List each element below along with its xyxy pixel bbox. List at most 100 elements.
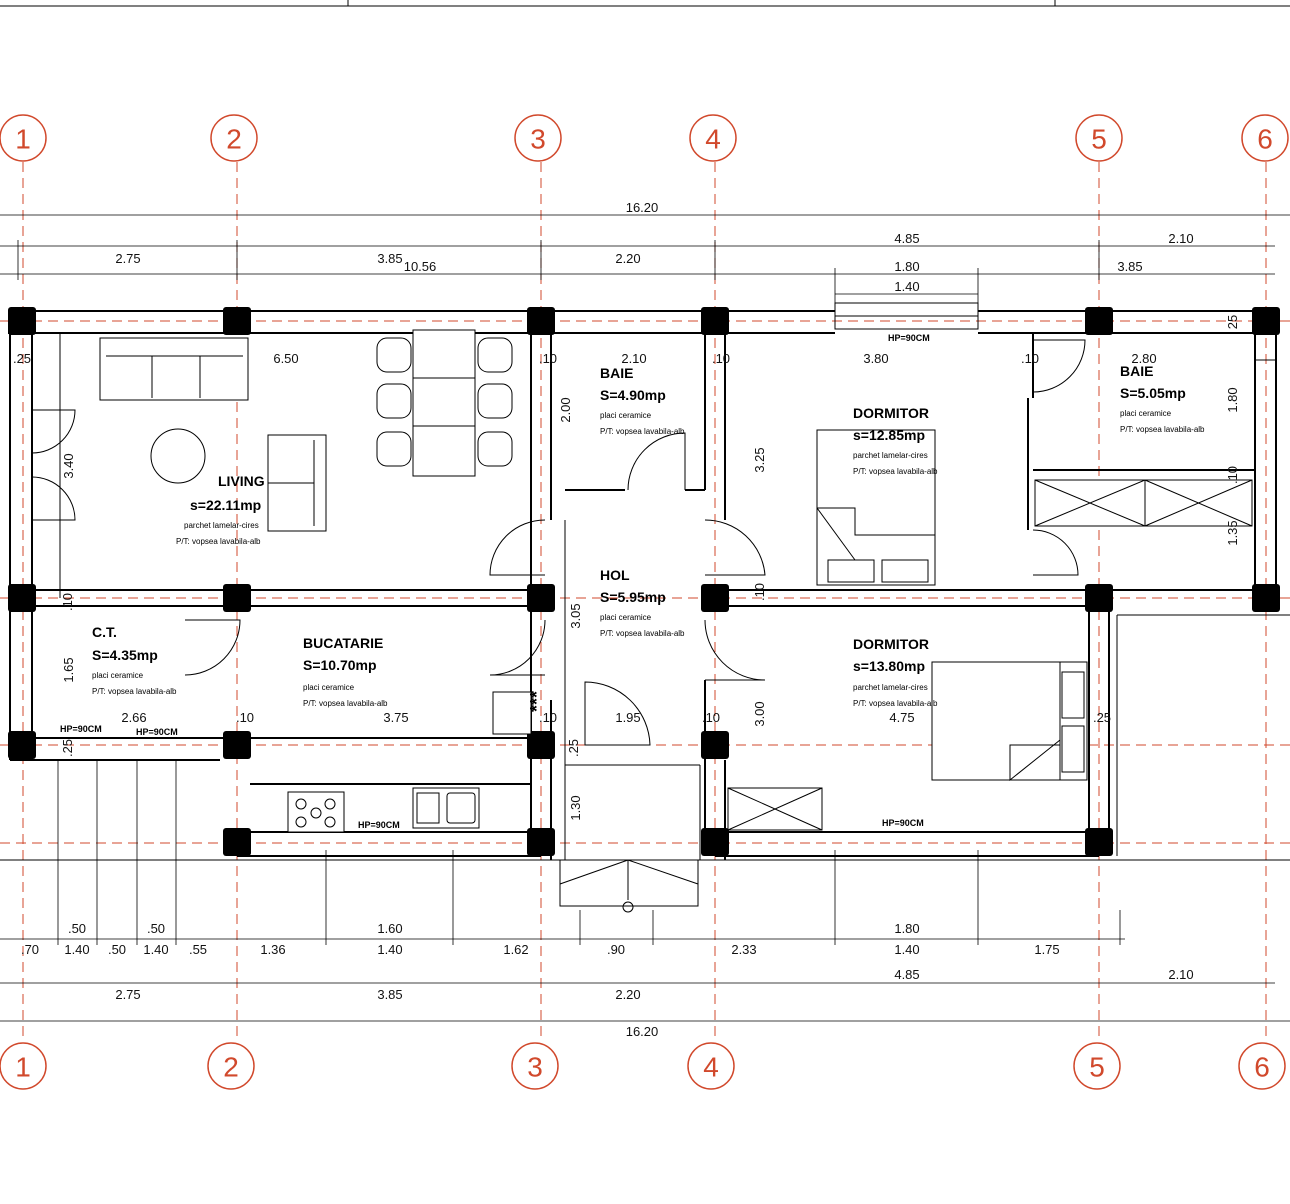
room-floor-finish: parchet lamelar-cires <box>853 451 928 460</box>
window-height-label: HP=90CM <box>358 820 400 830</box>
column <box>701 731 729 759</box>
dimension-label: .10 <box>236 710 254 725</box>
dimension-label: 1.60 <box>377 921 402 936</box>
axis-label: 5 <box>1089 1052 1105 1083</box>
dimension-label: 1.35 <box>1225 520 1240 545</box>
axis-bubbles-top: 1 2 3 4 5 6 <box>0 114 1289 162</box>
dimension-label: 25 <box>1225 315 1240 329</box>
room-area: S=4.35mp <box>92 647 158 663</box>
column <box>527 584 555 612</box>
axis-label: 3 <box>527 1052 543 1083</box>
room-floor-finish: placi ceramice <box>600 411 652 420</box>
dimension-label: 4.85 <box>894 231 919 246</box>
room-area: s=12.85mp <box>853 427 925 443</box>
axis-bubble <box>0 1042 47 1090</box>
chair <box>376 383 412 419</box>
room-area: S=10.70mp <box>303 657 377 673</box>
room-name: DORMITOR <box>853 405 929 421</box>
room-label-dormitor-2: DORMITOR s=13.80mp parchet lamelar-cires… <box>853 636 938 708</box>
dimension-label: .55 <box>189 942 207 957</box>
axis-label: 5 <box>1091 124 1107 155</box>
dimension-label: .50 <box>68 921 86 936</box>
column <box>8 731 36 759</box>
dimension-label: .25 <box>60 739 75 757</box>
room-label-baie-2: BAIE S=5.05mp placi ceramice P/T: vopsea… <box>1120 363 1205 434</box>
axis-label: 4 <box>705 124 721 155</box>
door-swing <box>31 476 76 521</box>
axis-label: 6 <box>1254 1052 1270 1083</box>
coffee-table <box>150 428 206 484</box>
room-name: DORMITOR <box>853 636 929 652</box>
dimension-label: 3.85 <box>1117 259 1142 274</box>
dimension-label: 1.40 <box>894 279 919 294</box>
column <box>223 584 251 612</box>
dimension-label: 1.80 <box>894 259 919 274</box>
axis-bubble <box>689 114 737 162</box>
room-floor-finish: placi ceramice <box>303 683 355 692</box>
axis-bubble <box>1075 114 1123 162</box>
room-floor-finish: placi ceramice <box>1120 409 1172 418</box>
dimension-label: 2.10 <box>1168 967 1193 982</box>
entrance-step <box>559 859 699 913</box>
room-name: BUCATARIE <box>303 635 383 651</box>
column <box>527 828 555 856</box>
dimension-label: 2.10 <box>1168 231 1193 246</box>
axis-label: 1 <box>15 1052 31 1083</box>
column <box>527 731 555 759</box>
bed <box>931 661 1088 782</box>
wardrobe <box>727 787 823 831</box>
dimension-label: 1.30 <box>568 795 583 820</box>
columns <box>8 307 1280 856</box>
dimension-label: 2.20 <box>615 987 640 1002</box>
axis-bubble <box>207 1042 255 1090</box>
dimension-label: 3.75 <box>383 710 408 725</box>
axis-bubble <box>1073 1042 1121 1090</box>
room-name: HOL <box>600 567 630 583</box>
dimension-label: .90 <box>607 942 625 957</box>
room-wall-finish: P/T: vopsea lavabila-alb <box>1120 425 1205 434</box>
room-floor-finish: placi ceramice <box>92 671 144 680</box>
dimension-label: .10 <box>752 583 767 601</box>
column <box>701 307 729 335</box>
dimension-label: 1.40 <box>64 942 89 957</box>
dimension-label: 2.33 <box>731 942 756 957</box>
axis-bubbles-bottom: 1 2 3 4 5 6 <box>0 1042 1286 1090</box>
dimension-label: 3.00 <box>752 701 767 726</box>
dimension-label: 3.85 <box>377 251 402 266</box>
dimension-label: .50 <box>108 942 126 957</box>
dimension-label: 10.56 <box>404 259 437 274</box>
column <box>223 731 251 759</box>
dimension-label: .10 <box>539 351 557 366</box>
column <box>701 828 729 856</box>
door-swing <box>489 519 546 576</box>
chair <box>376 431 412 467</box>
room-name: BAIE <box>600 365 633 381</box>
dimension-label: .70 <box>21 942 39 957</box>
dimension-label: 2.75 <box>115 251 140 266</box>
room-name: C.T. <box>92 624 117 640</box>
chair <box>376 337 412 373</box>
axis-bubble <box>0 114 47 162</box>
column <box>1085 307 1113 335</box>
door-swing <box>184 619 241 676</box>
room-wall-finish: P/T: vopsea lavabila-alb <box>853 467 938 476</box>
dimension-label: 2.10 <box>621 351 646 366</box>
axis-label: 2 <box>226 124 242 155</box>
chair <box>477 383 513 419</box>
column <box>1252 307 1280 335</box>
dimension-label: 2.20 <box>615 251 640 266</box>
dimension-label: .10 <box>60 593 75 611</box>
dimensions-top: 16.20 4.85 2.10 2.75 3.85 10.56 2.20 1.8… <box>0 200 1290 305</box>
room-name: BAIE <box>1120 363 1153 379</box>
door-swing <box>704 519 766 576</box>
room-area: s=13.80mp <box>853 658 925 674</box>
dimension-label: 1.95 <box>615 710 640 725</box>
dimension-label: 1.62 <box>503 942 528 957</box>
room-label-baie: BAIE S=4.90mp placi ceramice P/T: vopsea… <box>600 365 685 436</box>
column <box>223 307 251 335</box>
dimension-label: .10 <box>1021 351 1039 366</box>
column <box>1252 584 1280 612</box>
axis-bubble <box>1241 114 1289 162</box>
column <box>701 584 729 612</box>
room-floor-finish: parchet lamelar-cires <box>853 683 928 692</box>
